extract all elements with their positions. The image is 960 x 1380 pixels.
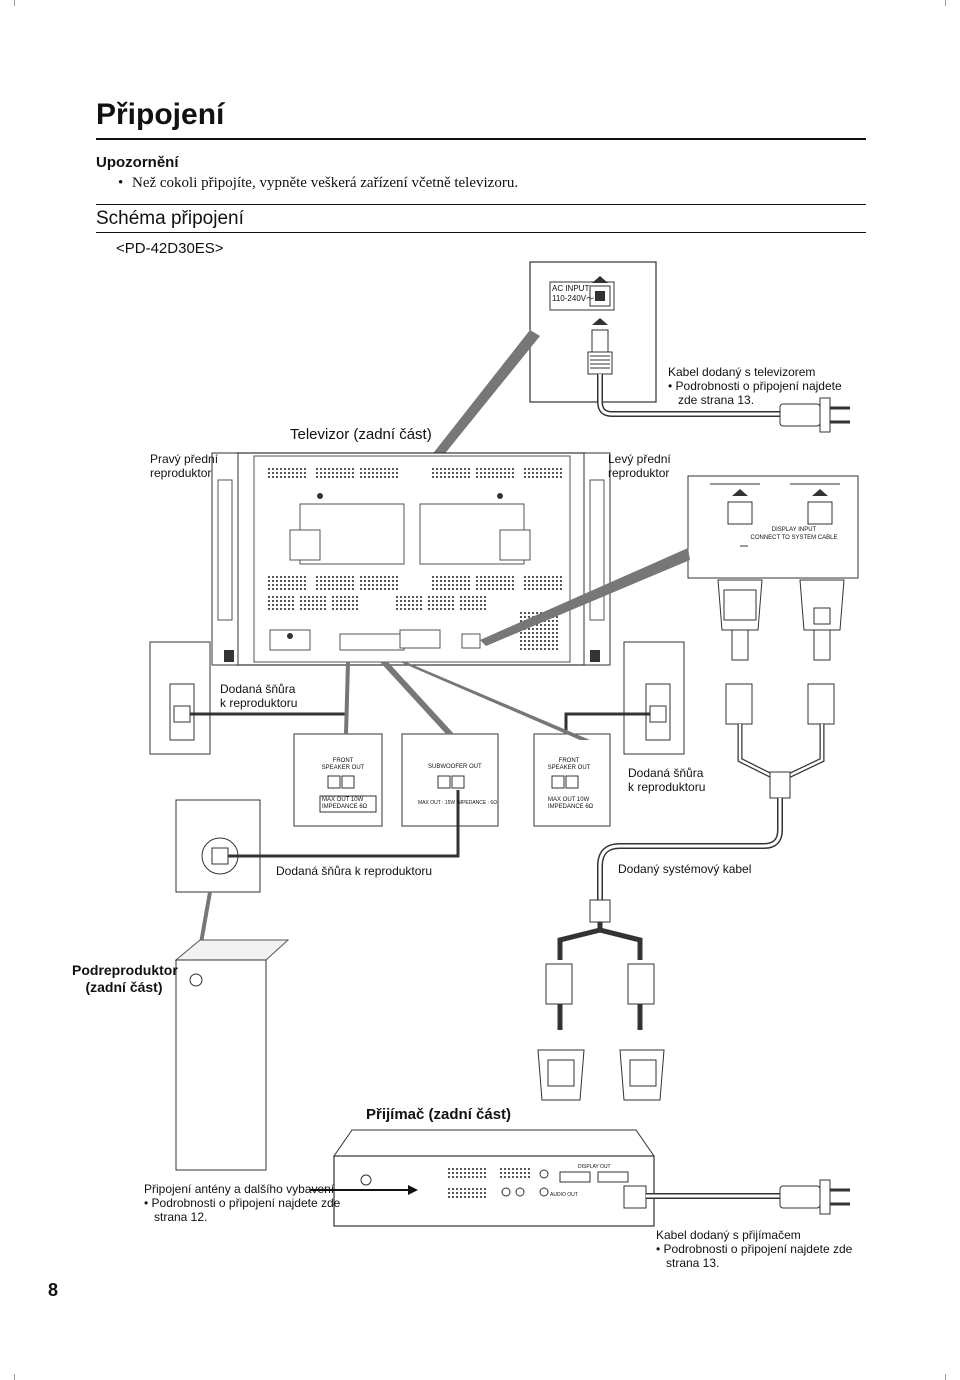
right-speaker-line1: Pravý přední — [150, 452, 219, 466]
tv-cable-bullet: • Podrobnosti o připojení najdete — [668, 379, 842, 393]
speaker-cord-1-line1: Dodaná šňůra — [220, 682, 296, 696]
front-speaker-out-right — [293, 733, 383, 827]
left-speaker-line1: Levý přední — [608, 452, 671, 466]
receiver-cable-title: Kabel dodaný s přijímačem — [656, 1228, 801, 1242]
model-name: <PD-42D30ES> — [116, 240, 224, 257]
audio-out-label: AUDIO OUT — [550, 1192, 578, 1198]
title-rule — [96, 138, 866, 140]
front-right-spec: MAX OUT 10W IMPEDANCE 6Ω — [322, 797, 367, 811]
ac-plug — [779, 397, 850, 433]
caution-heading: Upozornění — [96, 154, 179, 171]
antenna-bullet: • Podrobnosti o připojení najdete zde — [144, 1196, 341, 1210]
receiver-rear — [333, 1129, 655, 1227]
receiver-rear-label: Přijímač (zadní část) — [366, 1106, 512, 1123]
speaker-cord-label-1: Dodaná šňůra k reproduktoru — [220, 682, 297, 710]
max-w-label: 10W — [350, 797, 364, 803]
ac-input-callout — [529, 261, 657, 403]
tv-rear-label: Televizor (zadní část) — [290, 426, 432, 443]
speaker-cord-1-line2: k reproduktoru — [220, 696, 298, 710]
subwoofer-spec: MAX OUT : 15W IMPEDANCE : 6Ω — [418, 800, 497, 806]
display-input-line2: CONNECT TO SYSTEM CABLE — [750, 535, 838, 541]
speaker-cord-label-3: Dodaná šňůra k reproduktoru — [276, 864, 433, 878]
max-w-label: 10W — [576, 797, 590, 803]
tv-cable-title: Kabel dodaný s televizorem — [668, 365, 816, 379]
antenna-bullet-cont: strana 12. — [154, 1210, 208, 1224]
display-input-line1: DISPLAY INPUT — [771, 527, 817, 533]
crop-mark — [8, 0, 15, 6]
receiver-cable-note: Kabel dodaný s přijímačem • Podrobnosti … — [656, 1228, 852, 1270]
receiver-cable-bullet-cont: strana 13. — [666, 1256, 720, 1270]
system-cable-label: Dodaný systémový kabel — [618, 862, 752, 876]
subwoofer-rear-line2: (zadní část) — [85, 979, 163, 995]
speaker-out-label: SPEAKER OUT — [321, 765, 365, 771]
subwoofer-out-label: SUBWOOFER OUT — [428, 764, 482, 770]
receiver-cable-bullet: • Podrobnosti o připojení najdete zde — [656, 1242, 853, 1256]
tv-cable-bullet-cont: zde strana 13. — [678, 393, 755, 407]
max-out-label: MAX OUT — [548, 797, 576, 803]
display-input-callout — [687, 475, 859, 579]
impedance-label: IMPEDANCE — [322, 804, 358, 810]
speaker-out-label: SPEAKER OUT — [547, 765, 591, 771]
tv-cable-note: Kabel dodaný s televizorem • Podrobnosti… — [668, 365, 842, 407]
subwoofer-box — [174, 939, 290, 1171]
section-rule — [96, 204, 866, 205]
right-speaker-line2: reproduktor — [150, 466, 212, 480]
section-heading: Schéma připojení — [96, 208, 244, 229]
right-speaker-label: Pravý přední reproduktor — [150, 452, 218, 480]
antenna-note: Připojení antény a dalšího vybavení • Po… — [144, 1182, 340, 1224]
impedance-val: 6Ω — [359, 804, 368, 810]
left-speaker-callout — [623, 641, 685, 755]
ac-input-label: AC INPUT 110-240V～ — [552, 284, 594, 304]
caution-bullet: • — [118, 175, 124, 191]
speaker-cord-label-2: Dodaná šňůra k reproduktoru — [628, 766, 705, 794]
front-speaker-out-left-label: FRONT SPEAKER OUT — [546, 758, 592, 772]
subwoofer-callout — [175, 799, 261, 893]
subwoofer-rear-line1: Podreproduktor — [72, 962, 178, 978]
left-speaker-label: Levý přední reproduktor — [608, 452, 671, 480]
page-number: 8 — [48, 1280, 59, 1300]
receiver-plug — [779, 1179, 850, 1215]
max-out-label: MAX OUT — [322, 797, 350, 803]
subwoofer-rear-label: Podreproduktor (zadní část) — [72, 962, 178, 996]
impedance-label: IMPEDANCE — [548, 804, 584, 810]
sub-imp-label: IMPEDANCE : 6Ω — [456, 800, 497, 806]
left-speaker-line2: reproduktor — [608, 466, 670, 480]
antenna-title: Připojení antény a dalšího vybavení — [144, 1182, 335, 1196]
front-left-spec: MAX OUT 10W IMPEDANCE 6Ω — [548, 797, 593, 811]
sub-max-label: MAX OUT : 15W — [418, 800, 456, 806]
impedance-val: 6Ω — [585, 804, 594, 810]
front-label: FRONT — [332, 758, 354, 764]
tv-rear-panel — [211, 452, 611, 666]
ac-input-line2: 110-240V～ — [552, 294, 595, 303]
section-rule — [96, 232, 866, 233]
page-title: Připojení — [96, 98, 225, 131]
front-label: FRONT — [558, 758, 580, 764]
display-out-label: DISPLAY OUT — [578, 1164, 611, 1170]
system-cable-tv-end — [537, 579, 845, 1101]
display-input-label: DISPLAY INPUT CONNECT TO SYSTEM CABLE — [742, 526, 846, 542]
right-speaker-callout — [149, 641, 211, 755]
crop-mark — [945, 0, 952, 6]
caution-text: Než cokoli připojíte, vypněte veškerá za… — [132, 175, 519, 191]
crop-mark — [8, 1374, 15, 1380]
crop-mark — [945, 1374, 952, 1380]
speaker-cord-2-line2: k reproduktoru — [628, 780, 706, 794]
subwoofer-out — [401, 733, 499, 827]
ac-input-line1: AC INPUT — [552, 284, 590, 293]
front-speaker-out-left — [533, 733, 611, 827]
front-speaker-out-right-label: FRONT SPEAKER OUT — [318, 758, 368, 772]
speaker-cord-2-line1: Dodaná šňůra — [628, 766, 704, 780]
